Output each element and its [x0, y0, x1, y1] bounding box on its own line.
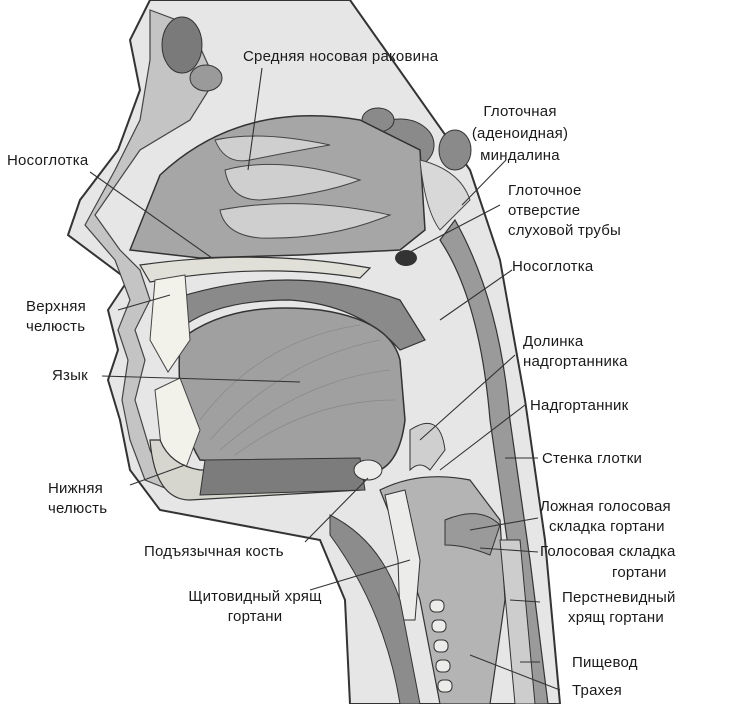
label-mandible-line1: Нижняя: [48, 480, 103, 498]
label-false-fold-line1: Ложная голосовая: [540, 498, 671, 516]
label-epiglottis: Надгортанник: [530, 397, 628, 415]
label-middle-turbinate: Средняя носовая раковина: [243, 48, 438, 66]
label-false-fold-line2: складка гортани: [549, 518, 665, 536]
label-vocal-fold-line1: Голосовая складка: [540, 543, 676, 561]
label-tongue: Язык: [52, 367, 88, 385]
label-maxilla-line2: челюсть: [26, 318, 85, 336]
frontal-sinus: [162, 17, 202, 73]
label-tube-line3: слуховой трубы: [508, 222, 621, 240]
label-vocal-fold-line2: гортани: [612, 564, 667, 582]
label-vallecula-line2: надгортанника: [523, 353, 628, 371]
label-nasopharynx-right: Носоглотка: [512, 258, 593, 276]
label-maxilla-line1: Верхняя: [26, 298, 86, 316]
label-nasopharynx-left: Носоглотка: [7, 152, 88, 170]
label-adenoid-line2: (аденоидная): [455, 125, 585, 143]
label-mandible-line2: челюсть: [48, 500, 107, 518]
label-adenoid-line3: миндалина: [455, 147, 585, 165]
label-pharynx-wall: Стенка глотки: [542, 450, 642, 468]
hyoid-bone: [354, 460, 382, 480]
label-thyroid-line1: Щитовидный хрящ: [170, 588, 340, 606]
label-cricoid-line2: хрящ гортани: [568, 609, 664, 627]
label-thyroid-line2: гортани: [170, 608, 340, 626]
label-vallecula-line1: Долинка: [523, 333, 583, 351]
label-adenoid-line1: Глоточная: [455, 103, 585, 121]
label-cricoid-line1: Перстневидный: [562, 589, 676, 607]
label-hyoid: Подъязычная кость: [144, 543, 284, 561]
label-trachea: Трахея: [572, 682, 622, 700]
tongue-body: [179, 308, 405, 470]
label-tube-line2: отверстие: [508, 202, 580, 220]
label-esophagus: Пищевод: [572, 654, 638, 672]
label-tube-line1: Глоточное: [508, 182, 582, 200]
mouth-floor-muscle: [200, 458, 365, 495]
eustachian-tube-opening: [395, 250, 417, 266]
